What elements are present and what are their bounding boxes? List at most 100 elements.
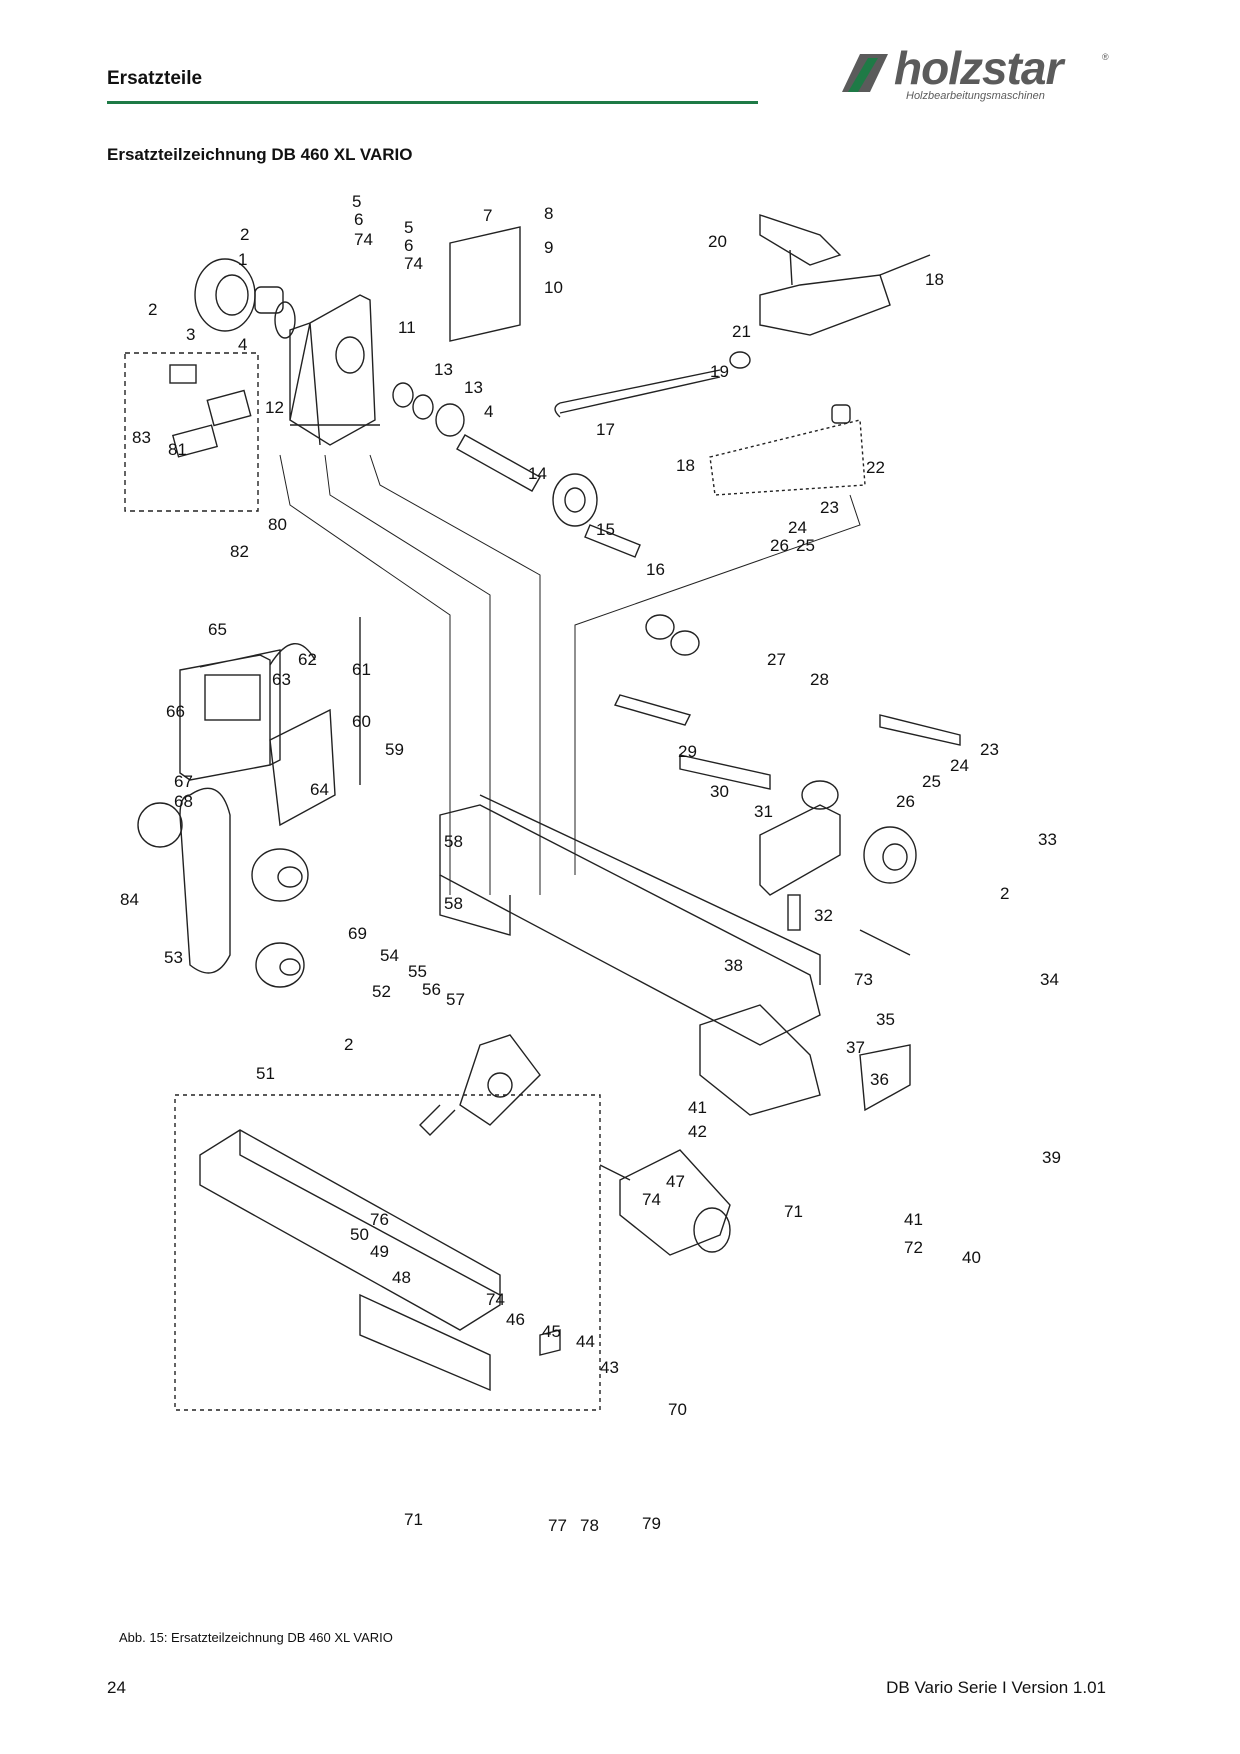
part-label: 61 [352,660,371,679]
part-label: 50 [350,1225,369,1244]
header-rule [107,101,758,104]
part-label: 2 [148,300,157,319]
part-label: 26 [770,536,789,555]
part-label: 66 [166,702,185,721]
part-number-labels: 1 2 2 3 4 5 6 74 5 6 74 7 8 9 10 11 12 1… [120,195,1061,1535]
part-label: 31 [754,802,773,821]
drawing-title: Ersatzteilzeichnung DB 460 XL VARIO [107,145,413,164]
part-label: 56 [422,980,441,999]
part-label: 13 [434,360,453,379]
part-label: 57 [446,990,465,1009]
part-label: 3 [186,325,195,344]
part-label: 19 [710,362,729,381]
part-label: 39 [1042,1148,1061,1167]
part-label: 73 [854,970,873,989]
logo-wordmark: holzstar [894,42,1063,94]
part-label: 17 [596,420,615,439]
part-label: 82 [230,542,249,561]
part-label: 54 [380,946,399,965]
part-label: 74 [642,1190,661,1209]
part-label: 24 [950,756,969,775]
part-label: 32 [814,906,833,925]
part-label: 70 [668,1400,687,1419]
part-label: 74 [486,1290,505,1309]
part-label: 53 [164,948,183,967]
part-label: 25 [922,772,941,791]
part-label: 49 [370,1242,389,1261]
part-label: 14 [528,464,547,483]
extension-bed-drawing [199,1129,501,1331]
part-label: 5 [404,218,413,237]
part-label: 1 [238,250,247,269]
part-label: 20 [708,232,727,251]
logo-tagline: Holzbearbeitungsmaschinen [906,90,1045,102]
part-label: 59 [385,740,404,759]
part-label: 34 [1040,970,1059,989]
part-label: 43 [600,1358,619,1377]
tailstock-drawing [759,804,841,896]
part-label: 7 [483,206,492,225]
part-label: 64 [310,780,329,799]
upper-pulley-drawing [251,848,309,902]
part-label: 78 [580,1516,599,1535]
bearing-sleeve-drawing [254,286,284,314]
part-label: 67 [174,772,193,791]
logo-registered-mark: ® [1102,52,1109,62]
part-label: 12 [265,398,284,417]
lower-pulley-drawing [255,942,305,988]
part-label: 6 [354,210,363,229]
part-label: 40 [962,1248,981,1267]
part-label: 41 [904,1210,923,1229]
part-label: 2 [240,225,249,244]
part-label: 80 [268,515,287,534]
tool-rest-drawing [759,214,842,286]
part-label: 23 [980,740,999,759]
part-label: 52 [372,982,391,1001]
part-label: 35 [876,1010,895,1029]
section-title: Ersatzteile [107,68,203,89]
part-label: 58 [444,832,463,851]
part-label: 42 [688,1122,707,1141]
part-label: 18 [676,456,695,475]
part-label: 24 [788,518,807,537]
extension-bed-outline [174,1094,601,1411]
part-label: 15 [596,520,615,539]
logo-mark-icon [842,54,888,92]
part-label: 74 [404,254,423,273]
part-label: 9 [544,238,553,257]
part-label: 8 [544,204,553,223]
part-label: 13 [464,378,483,397]
part-label: 41 [688,1098,707,1117]
part-label: 30 [710,782,729,801]
faceplate-drawing [194,258,256,332]
part-label: 4 [484,402,493,421]
document-version: DB Vario Serie I Version 1.01 [886,1678,1106,1697]
part-label: 60 [352,712,371,731]
part-label: 46 [506,1310,525,1329]
part-label: 65 [208,620,227,639]
part-label: 74 [354,230,373,249]
part-label: 48 [392,1268,411,1287]
banjo-drawing [459,1034,541,1126]
part-label: 4 [238,335,247,354]
part-label: 25 [796,536,815,555]
part-label: 79 [642,1514,661,1533]
part-label: 63 [272,670,291,689]
part-label: 62 [298,650,317,669]
part-label: 29 [678,742,697,761]
part-label: 44 [576,1332,595,1351]
part-label: 76 [370,1210,389,1229]
electronics-box-outline [124,352,259,512]
part-label: 11 [398,318,416,337]
figure-caption: Abb. 15: Ersatzteilzeichnung DB 460 XL V… [119,1630,393,1645]
part-label: 6 [404,236,413,255]
spindle-drawing [456,434,541,492]
headstock-housing-drawing [289,294,376,446]
part-label: 2 [344,1035,353,1054]
part-label: 36 [870,1070,889,1089]
part-label: 47 [666,1172,685,1191]
part-label: 81 [168,440,187,459]
part-label: 77 [548,1516,567,1535]
part-label: 71 [404,1510,423,1529]
exploded-parts-drawing: 1 2 2 3 4 5 6 74 5 6 74 7 8 9 10 11 12 1… [120,195,1061,1535]
